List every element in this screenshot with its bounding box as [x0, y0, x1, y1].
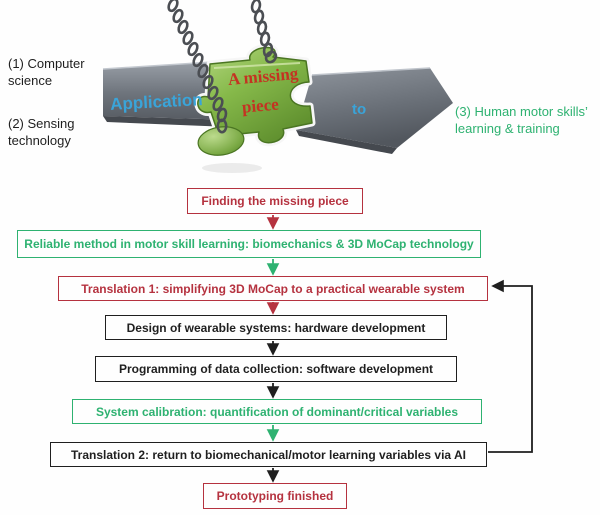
flow-box-software-development: Programming of data collection: software…: [95, 356, 457, 382]
flow-box-hardware-development: Design of wearable systems: hardware dev…: [105, 315, 447, 340]
right-arrow-shape: [296, 67, 453, 154]
flow-box-translation-1: Translation 1: simplifying 3D MoCap to a…: [58, 276, 488, 301]
banner-right-text: to: [352, 101, 366, 118]
flow-box-prototyping-finished: Prototyping finished: [203, 483, 347, 509]
flow-box-reliable-method: Reliable method in motor skill learning:…: [17, 230, 481, 258]
flow-box-system-calibration: System calibration: quantification of do…: [72, 399, 482, 424]
label-human-motor-skills: (3) Human motor skills’ learning & train…: [455, 104, 588, 136]
flow-box-finding-missing-piece: Finding the missing piece: [187, 188, 363, 214]
puzzle-illustration: Application to A missing piece: [102, 0, 453, 173]
label-sensing-technology: (2) Sensing technology: [8, 116, 75, 148]
feedback-loop-arrow: [488, 279, 533, 453]
ball-shadow: [202, 163, 262, 173]
chain-left: [167, 0, 228, 134]
banner-left-text: Application: [110, 90, 203, 114]
missing-piece-line2: piece: [241, 95, 280, 117]
chain-right: [250, 0, 278, 64]
flow-box-translation-2: Translation 2: return to biomechanical/m…: [50, 442, 487, 467]
label-computer-science: (1) Computer science: [8, 56, 85, 88]
